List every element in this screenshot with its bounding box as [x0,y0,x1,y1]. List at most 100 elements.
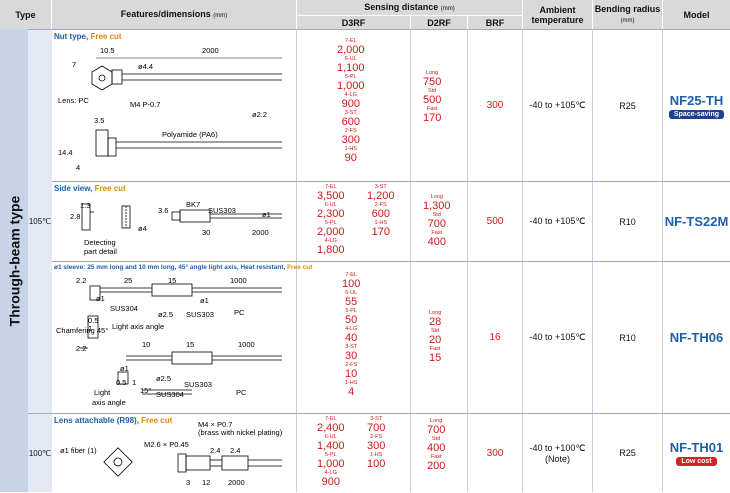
dim-1-3: 1.3 [80,201,91,210]
sensing-mode-label: 7-EL [345,272,357,278]
model-cell: NF-TH01 Low cost [663,414,730,492]
sensing-mode-label: Std [428,88,437,94]
dim-30: 30 [202,228,211,237]
sensing-mode-label: 1-HS [374,220,388,226]
sensing-distance-value: 400 [427,236,446,248]
sensing-mode-label: 2-FS [345,362,358,368]
features-cell: Lens attachable (R98), Free cut M4 × P0.… [52,414,297,492]
dim-10: 10 [142,340,151,349]
dim-1a: 1 [88,324,93,333]
dim-o1: ø1 [262,210,271,219]
sensing-distance-value: 55 [345,296,358,308]
sensing-mode-label: 7-EL [344,38,357,44]
sensing-mode-label: 5-PL [324,452,337,458]
ambient-note: (Note) [544,453,570,464]
sensing-mode-label: 4-LG [324,238,337,244]
dim-o4: ø4 [138,224,147,233]
model-name[interactable]: NF25-TH [669,92,724,108]
part-detail: part detail [84,247,117,256]
sensing-mode-label: 4-LG [345,326,358,332]
bending-value: R25 [619,448,636,458]
brf-cell: 300 [468,414,523,492]
sensing-distance-value: 2,300 [317,208,345,220]
sensing-mode-label: 1-HS [344,380,358,386]
sensing-distance-value: 900 [341,98,360,110]
sensing-mode-label: 2-FS [370,434,383,440]
sensing-mode-label: 7-EL [324,416,337,422]
sensing-distance-value: 100 [342,278,361,290]
dim-o1c: ø1 [120,364,129,373]
dim-05a: 0.5 [88,316,99,325]
sensing-distance-value: 30 [345,350,358,362]
sensing-distance-value: 1,000 [337,80,365,92]
sensing-mode-label: 6-UL [324,202,337,208]
dim-1b: 1 [132,378,137,387]
sensing-mode-label: 7-EL [324,184,337,190]
sensing-mode-label: Std [430,328,440,334]
sensing-mode-label: Fast [426,106,438,112]
sensing-mode-label: 2-FS [374,202,387,208]
sensing-distance-value: 100 [367,458,386,470]
sleeve-drawing [80,283,282,395]
ambient-value: -40 to +105℃ [529,100,586,110]
sensing-distance-value: 400 [427,442,446,454]
model-name[interactable]: NF-TH01 [669,440,724,455]
dim-12: 12 [202,478,211,487]
dim-15a: 15 [168,276,177,285]
sensing-distance-value: 700 [427,218,446,230]
dim-2-4b: 2.4 [230,446,241,455]
sensing-distance-value: 600 [341,116,360,128]
sensing-mode-label: 6-UL [324,434,337,440]
sensing-mode-label: Fast [429,346,441,352]
space-saving-badge: Space-saving [668,109,725,119]
sensing-mode-label: Std [432,212,441,218]
dim-1000b: 1000 [238,340,255,349]
sensing-distance-value: 3,500 [317,190,345,202]
sensing-distance-value: 4 [348,386,355,398]
model-name[interactable]: NF-TH06 [669,330,724,345]
ambient-cell: -40 to +105℃ [523,262,593,413]
side-view-drawing [81,203,282,231]
dim-15deg: 15° [140,386,152,395]
dim-4-4: ø4.4 [138,62,154,71]
sensing-mode-label: 2-FS [344,128,357,134]
dim-o25b: ø2.5 [156,374,172,383]
brf-cell: 500 [468,182,523,261]
ambient-value: -40 to +105℃ [529,332,586,342]
dim-chamfer: Chamfering 45° [56,326,109,335]
dim-lens: Lens: PC [58,96,89,105]
dim-o25a: ø2.5 [158,310,174,319]
sensing-mode-label: 5-PL [345,308,357,314]
model-name[interactable]: NF-TS22M [664,214,729,229]
sensing-distance-value: 170 [423,112,442,124]
sensing-distance-value: 1,300 [423,200,451,212]
sensing-distance-value: 2,000 [317,226,345,238]
sensing-distance-value: 700 [427,424,446,436]
sensing-distance-value: 2,000 [337,44,365,56]
row-nf-th01: Lens attachable (R98), Free cut M4 × P0.… [52,413,730,492]
dim-2-2b: 2.2 [76,344,87,353]
dim-3-5: 3.5 [94,116,105,125]
sensing-mode-label: 3-ST [345,344,358,350]
dim-pcb: PC [236,388,247,397]
model-cell: NF-TS22M [663,182,730,261]
dim-pca: PC [234,308,245,317]
model-cell: NF-TH06 [663,262,730,413]
sensing-mode-label: 3-ST [370,416,383,422]
sensing-mode-label: 1-HS [344,146,358,152]
dim-2000: 2000 [202,46,219,55]
row-nf-ts22m: Side view, Free cut 1.3 2.8 ø4 Detecting… [52,181,730,261]
sensing-distance-value: 700 [367,422,386,434]
dim-sus303b: SUS303 [184,380,212,389]
sensing-mode-label: Long [430,194,443,200]
bending-value: R25 [619,100,636,111]
detecting: Detecting [84,238,116,247]
dim-bk7: BK7 [186,200,201,209]
low-cost-badge: Low cost [676,457,717,466]
brf-cell: 16 [468,262,523,413]
header-model: Model [663,0,730,29]
brf-value: 500 [486,216,504,227]
dim-05b: 0.5 [116,378,127,387]
